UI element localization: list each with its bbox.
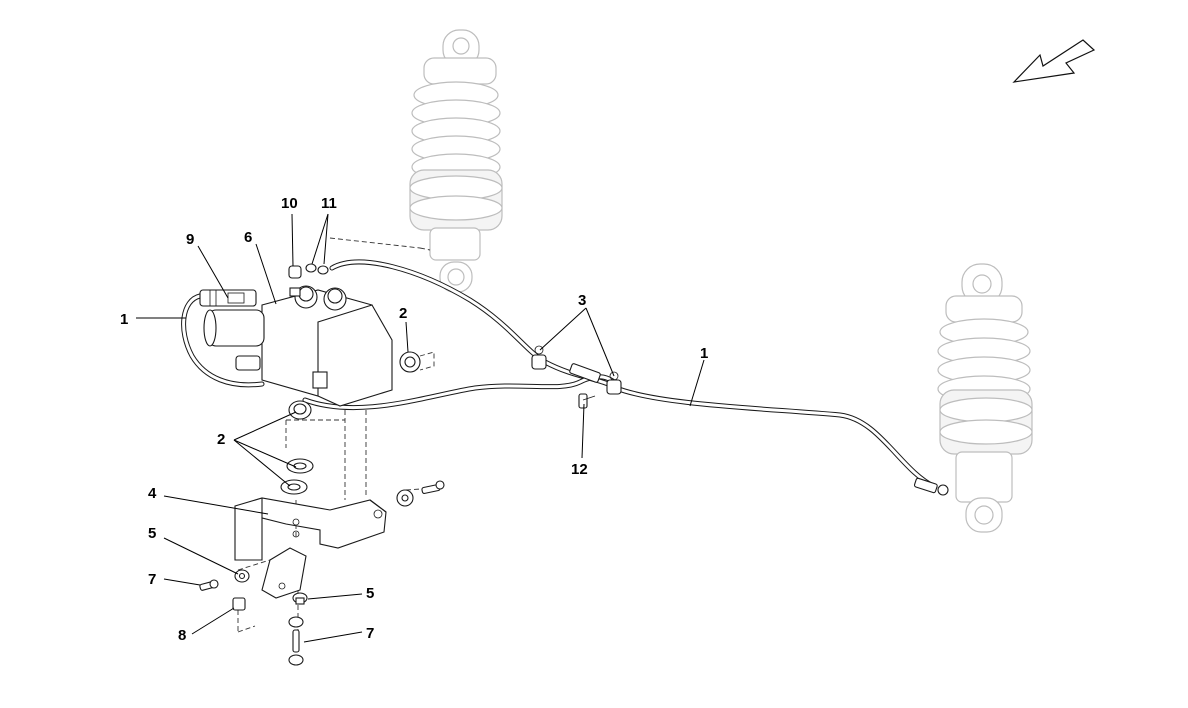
- callout-1-right: 1: [700, 345, 708, 362]
- callout-9: 9: [186, 231, 194, 248]
- valve-10: [288, 265, 302, 279]
- rubber-mount-bracket-top: [286, 458, 314, 474]
- callout-11: 11: [321, 195, 337, 212]
- shock-absorber-lower: [937, 263, 1033, 533]
- direction-arrow-icon: [1012, 39, 1096, 83]
- hydraulic-unit-body: [261, 285, 393, 407]
- side-bolt: [396, 480, 445, 507]
- pipe-clamp-left: [531, 345, 547, 370]
- pump-motor: [203, 309, 265, 371]
- callout-7-right: 7: [366, 625, 374, 642]
- rubber-mount-bottom: [288, 400, 312, 420]
- callout-6: 6: [244, 229, 252, 246]
- o-rings-11: [305, 263, 329, 275]
- bolt-7-left: [199, 579, 219, 591]
- hydraulic-pipe-left-loop: [181, 293, 265, 388]
- pipe-end-fitting: [913, 477, 949, 496]
- shock-absorber-upper: [409, 29, 503, 293]
- callout-12: 12: [571, 461, 588, 478]
- washer-5-right: [288, 592, 308, 628]
- rubber-mount-side: [399, 351, 435, 373]
- callout-2-bottom: 2: [217, 431, 225, 448]
- callout-5-right: 5: [366, 585, 374, 602]
- callout-4: 4: [148, 485, 157, 502]
- bolt-12: [578, 393, 596, 409]
- nut-8: [232, 597, 246, 611]
- callout-7-left: 7: [148, 571, 156, 588]
- pipe-junction: [569, 363, 601, 383]
- bolt-7-bottom: [288, 629, 304, 666]
- mounting-bracket-4: [234, 497, 387, 599]
- callout-1-left: 1: [120, 311, 128, 328]
- washer-5-left: [234, 569, 250, 583]
- pipe-clamp-right: [606, 371, 622, 395]
- callout-10: 10: [281, 195, 298, 212]
- callout-3: 3: [578, 292, 586, 309]
- callout-2-side: 2: [399, 305, 407, 322]
- leader-lines: [136, 213, 705, 643]
- callout-5-left: 5: [148, 525, 156, 542]
- hydraulic-pipe-upper: [329, 259, 938, 490]
- callout-8: 8: [178, 627, 186, 644]
